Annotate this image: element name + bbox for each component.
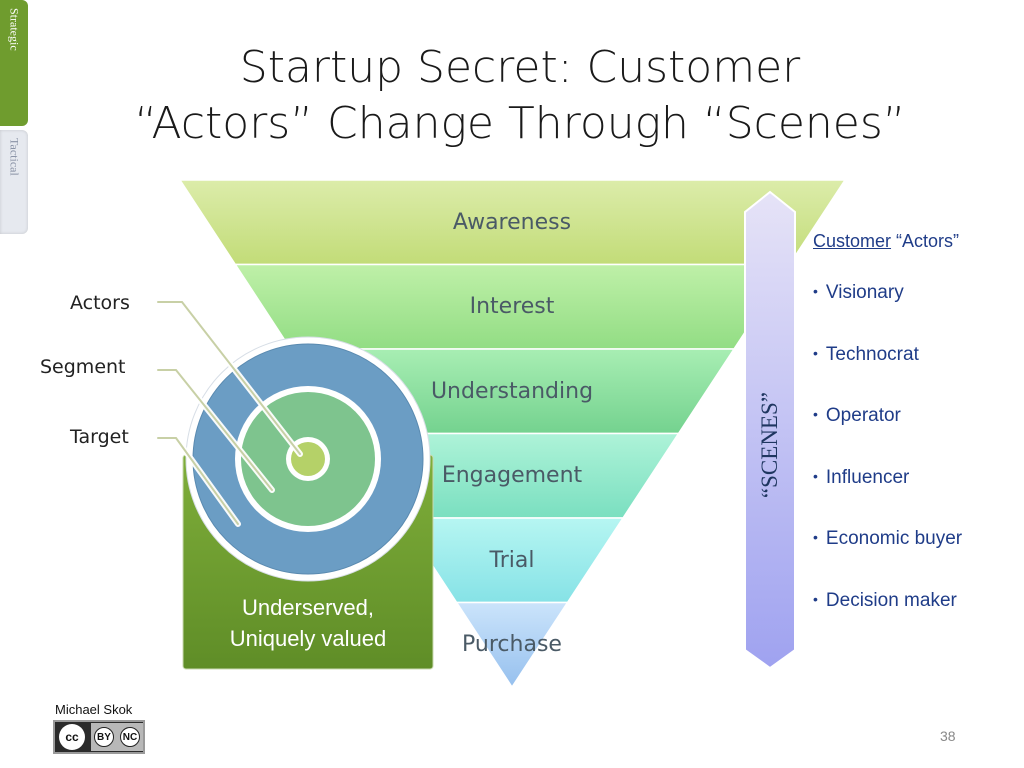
scenes-arrow [744, 190, 796, 670]
funnel-stage-label: Understanding [431, 379, 593, 404]
cc-license-badge[interactable]: cc BY NC [53, 720, 145, 754]
scenes-label: “SCENES” [740, 380, 800, 510]
funnel-stage-label: Trial [489, 548, 535, 573]
bullet-icon: • [813, 283, 818, 299]
bullet-icon: • [813, 406, 818, 423]
nc-icon: NC [120, 727, 140, 747]
target-connector [157, 437, 239, 525]
tab-tactical-label: Tactical [7, 138, 22, 176]
target-icon [185, 336, 431, 582]
customer-actors-heading-rest: “Actors” [896, 231, 960, 251]
bullet-icon: • [813, 467, 818, 484]
segment-connector [157, 369, 273, 491]
funnel-stage-label: Awareness [453, 210, 571, 235]
list-item: • Decision maker [813, 590, 962, 652]
slide-title-line-2: “Actors” Change Through “Scenes” [134, 98, 906, 149]
slide-title: Startup Secret: Customer “Actors” Change… [60, 40, 980, 152]
slide-title-line-1: Startup Secret: Customer [239, 42, 801, 93]
bullet-icon: • [813, 590, 818, 607]
customer-actors-heading: Customer “Actors” [813, 231, 959, 252]
actors-label: Actors [70, 292, 130, 314]
actor-item: Decision maker [825, 589, 957, 611]
underserved-label-line-1: Underserved, [241, 595, 375, 620]
tab-tactical[interactable]: Tactical [0, 130, 28, 234]
bullet-icon: • [813, 344, 818, 361]
underserved-label-line-2: Uniquely valued [229, 626, 387, 651]
actors-list: • Visionary • Technocrat • Operator • Influe… [813, 282, 962, 652]
customer-actors-heading-underlined: Customer [813, 231, 892, 251]
actor-item: Technocrat [825, 343, 919, 365]
actor-item: Visionary [825, 282, 904, 303]
tab-strategic-label: Strategic [7, 8, 22, 51]
cc-terms: BY NC [91, 723, 143, 751]
actor-item: Economic buyer [825, 528, 963, 550]
funnel-stage-purchase [455, 601, 569, 689]
bullet-icon: • [813, 529, 818, 546]
segment-label: Segment [40, 356, 126, 378]
target-label: Target [70, 426, 129, 448]
cc-icon: cc [59, 724, 85, 750]
actor-item: Operator [825, 405, 901, 427]
list-item: • Technocrat [813, 344, 962, 406]
page-number: 38 [940, 728, 956, 744]
by-icon: BY [94, 727, 114, 747]
funnel-stage-label: Engagement [442, 463, 583, 488]
tab-strategic[interactable]: Strategic [0, 0, 28, 126]
list-item: • Influencer [813, 467, 962, 529]
list-item: • Visionary [813, 282, 962, 344]
author-name: Michael Skok [55, 702, 133, 717]
funnel-stage-label: Purchase [462, 632, 562, 657]
underserved-label: Underserved, Uniquely valued [188, 592, 428, 654]
scenes-label-text: “SCENES” [757, 391, 782, 499]
actors-connector [157, 301, 301, 455]
list-item: • Operator [813, 405, 962, 467]
list-item: • Economic buyer [813, 528, 962, 590]
actor-item: Influencer [825, 466, 910, 488]
funnel-stage-label: Interest [470, 294, 555, 319]
